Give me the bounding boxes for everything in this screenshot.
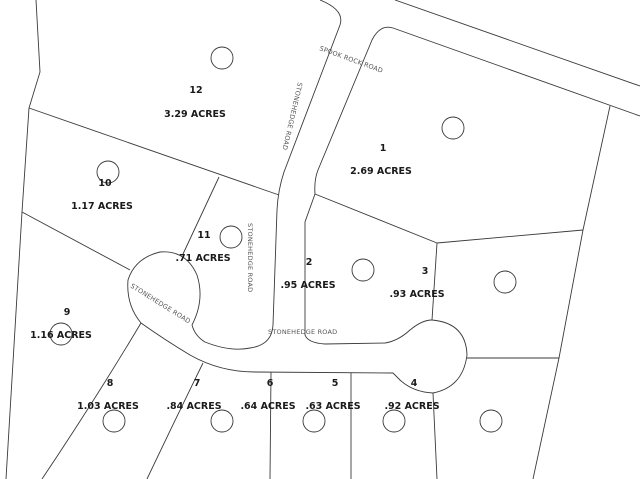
lot-boundaries [5,0,640,479]
lot-acres-8: 1.03 ACRES [77,401,139,412]
lot-acres-11: .71 ACRES [175,253,230,264]
lot-number-7: 7 [194,378,201,389]
lot-number-6: 6 [267,378,274,389]
lot-number-3: 3 [422,266,429,277]
west-culdesac [127,251,201,326]
spook-rock-road-south-edge [314,26,640,195]
stonehedge-road-south-edge [140,322,434,394]
road-label-stonehedge-north: STONEHEDGE ROAD [280,82,303,151]
boundary-west-upper [28,0,41,109]
stonehedge-road-west-edge [191,209,278,350]
boundary-4-east [432,392,438,479]
lot-acres-7: .84 ACRES [166,401,221,412]
house-site-icon-2 [351,258,375,282]
house-site-icon-11 [219,225,243,249]
boundary-6-5 [269,371,272,479]
boundary-3-east [436,229,584,244]
lot-number-12: 12 [189,85,202,96]
boundary-2-3 [431,242,438,321]
boundary-1-2 [314,193,438,244]
east-culdesac [431,319,468,394]
house-site-icon-3-east [493,270,517,294]
lot-acres-3: .93 ACRES [389,289,444,300]
lot-number-11: 11 [197,230,210,241]
road-label-spook-rock: SPOOK ROCK ROAD [318,44,384,74]
spook-rock-road-north-edge [394,0,640,87]
lot-number-2: 2 [306,257,313,268]
house-site-icon-9 [49,322,73,346]
lot-acres-1: 2.69 ACRES [350,166,412,177]
lot-number-4: 4 [411,378,418,389]
lot-number-1: 1 [380,143,387,154]
roads [127,0,640,394]
stonehedge-road-east-edge [304,193,433,345]
lot-labels: 12 3.29 ACRES 1 2.69 ACRES 10 1.17 ACRES… [30,85,445,412]
lot-number-10: 10 [98,178,112,189]
house-site-icon-6 [302,409,326,433]
house-site-icon-8 [102,409,126,433]
house-sites [49,46,517,433]
lot-acres-2: .95 ACRES [280,280,335,291]
lot-acres-5: .63 ACRES [305,401,360,412]
boundary-10-9 [21,211,131,271]
house-site-icon-4-east [479,409,503,433]
house-site-icon-5 [382,409,406,433]
house-site-icon-10 [96,160,120,184]
boundary-east [532,105,611,479]
lot-acres-12: 3.29 ACRES [164,109,226,120]
house-site-icon-7 [210,409,234,433]
lot-acres-10: 1.17 ACRES [71,201,133,212]
boundary-10-11 [182,176,220,255]
boundary-7-6 [146,362,204,479]
house-site-icon-1 [441,116,465,140]
house-site-icon-12 [210,46,234,70]
lot-acres-9: 1.16 ACRES [30,330,92,341]
stonehedge-road-west-edge-north [276,0,342,211]
lot-acres-6: .64 ACRES [240,401,295,412]
boundary-8-7 [41,322,142,479]
road-labels: SPOOK ROCK ROAD STONEHEDGE ROAD STONEHED… [129,44,384,336]
boundary-12-10 [28,107,280,196]
road-label-stonehedge-east: STONEHEDGE ROAD [268,328,337,336]
lot-number-8: 8 [107,378,114,389]
boundary-west-lower [5,107,30,479]
road-label-stonehedge-mid: STONEHEDGE ROAD [246,223,254,292]
lot-number-9: 9 [64,307,71,318]
lot-number-5: 5 [332,378,339,389]
lot-acres-4: .92 ACRES [384,401,439,412]
